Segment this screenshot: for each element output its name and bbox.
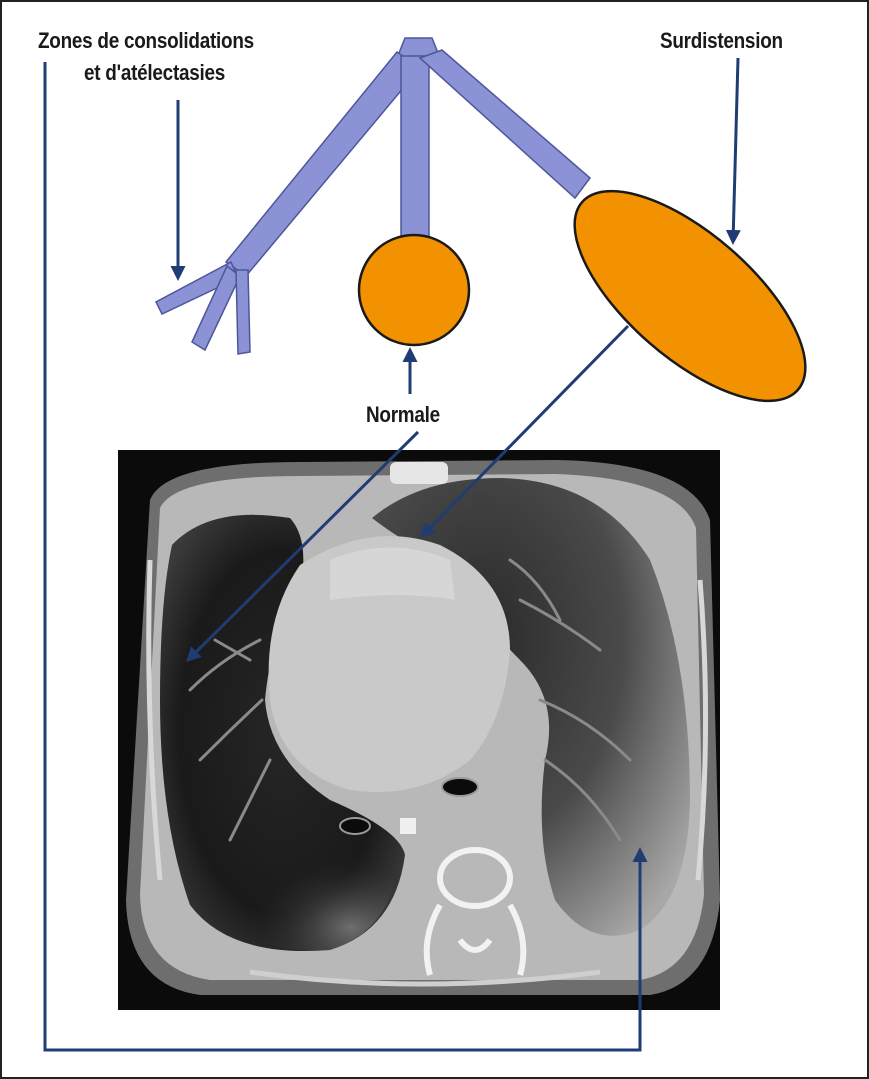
label-consolidation-line2: et d'atélectasies xyxy=(84,58,225,88)
label-consolidation-line1: Zones de consolidations xyxy=(38,26,254,56)
label-overdistension: Surdistension xyxy=(660,26,783,56)
overdistended-alveolus xyxy=(541,155,838,436)
arrow-to-overdistended-alveolus xyxy=(733,58,738,242)
label-normal: Normale xyxy=(366,400,440,430)
collapsed-branch-3 xyxy=(236,270,250,354)
right-bronchus xyxy=(420,50,590,198)
ct-scan xyxy=(118,450,720,1010)
normal-alveolus xyxy=(359,235,469,345)
central-bronchus xyxy=(401,56,429,238)
